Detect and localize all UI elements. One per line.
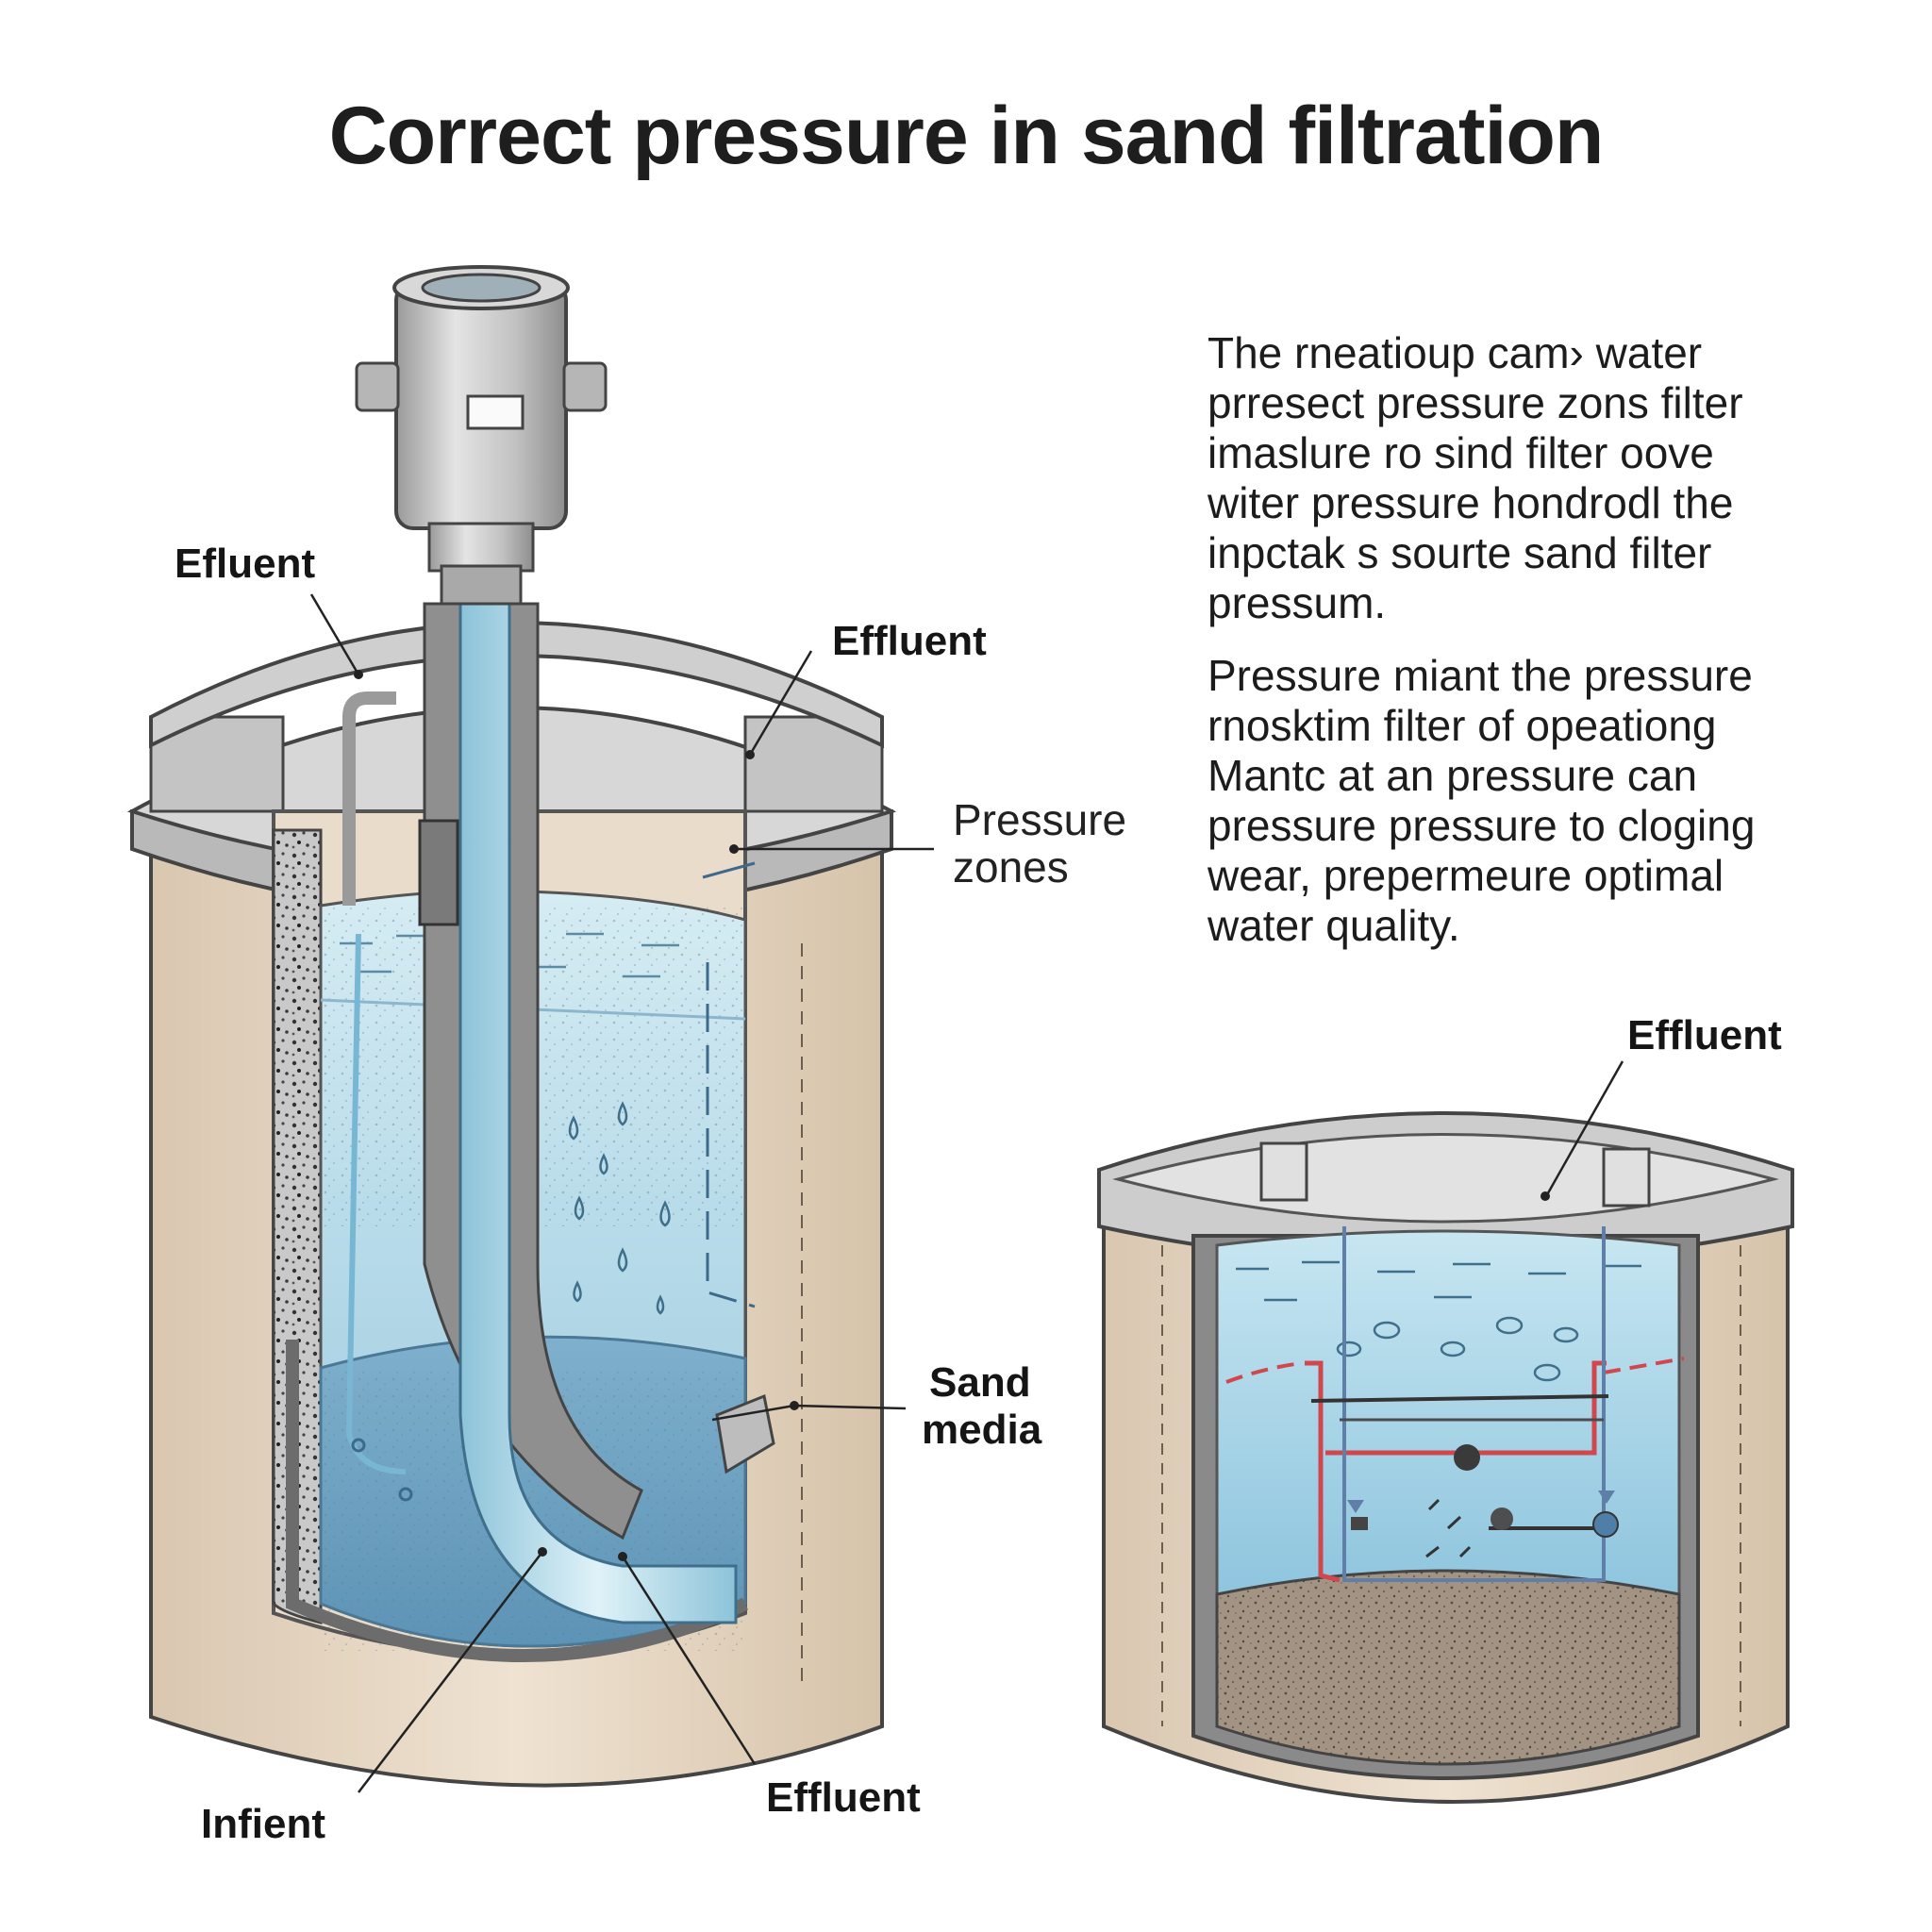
paragraph-line: water quality. <box>1208 901 1460 950</box>
label-pressure-zones-1: Pressure <box>953 795 1126 844</box>
label-pressure-zones-2: zones <box>953 842 1069 891</box>
description-paragraph-2: Pressure miant the pressure rnosktim fil… <box>1208 651 1830 951</box>
paragraph-line: Mantc at an pressure can <box>1208 751 1698 800</box>
paragraph-line: pressum. <box>1208 578 1387 627</box>
paragraph-line: inpctak s sourte sand filter <box>1208 528 1712 577</box>
paragraph-line: witer pressure hondrodl the <box>1208 478 1734 527</box>
paragraph-line: prresect pressure zons filter <box>1208 378 1743 427</box>
label-sand-2: media <box>922 1407 1042 1453</box>
left-tank <box>126 265 897 1788</box>
leader-dots <box>354 670 1550 1561</box>
label-sand-1: Sand <box>929 1359 1031 1406</box>
leader-lines <box>309 593 1624 1793</box>
right-tank <box>1097 1111 1794 1804</box>
paragraph-line: wear, prepermeure optimal <box>1208 851 1724 900</box>
page-title: Correct pressure in sand filtration <box>328 91 1605 181</box>
paragraph-line: rnosktim filter of opeationg <box>1208 701 1717 750</box>
label-left-effluent: Efluent <box>175 541 315 587</box>
label-infient: Infient <box>201 1801 325 1847</box>
paragraph-line: The rneatioup cam› water <box>1208 328 1703 377</box>
paragraph-line: pressure pressure to cloging <box>1208 801 1756 850</box>
label-right-effluent: Effluent <box>1627 1012 1782 1058</box>
paragraph-line: imaslure ro sind filter oove <box>1208 428 1714 477</box>
label-top-effluent: Effluent <box>832 618 987 664</box>
paragraph-line: Pressure miant the pressure <box>1208 651 1753 700</box>
description-paragraph-1: The rneatioup cam› water prresect pressu… <box>1208 328 1830 628</box>
label-bottom-effluent: Effluent <box>766 1774 921 1821</box>
